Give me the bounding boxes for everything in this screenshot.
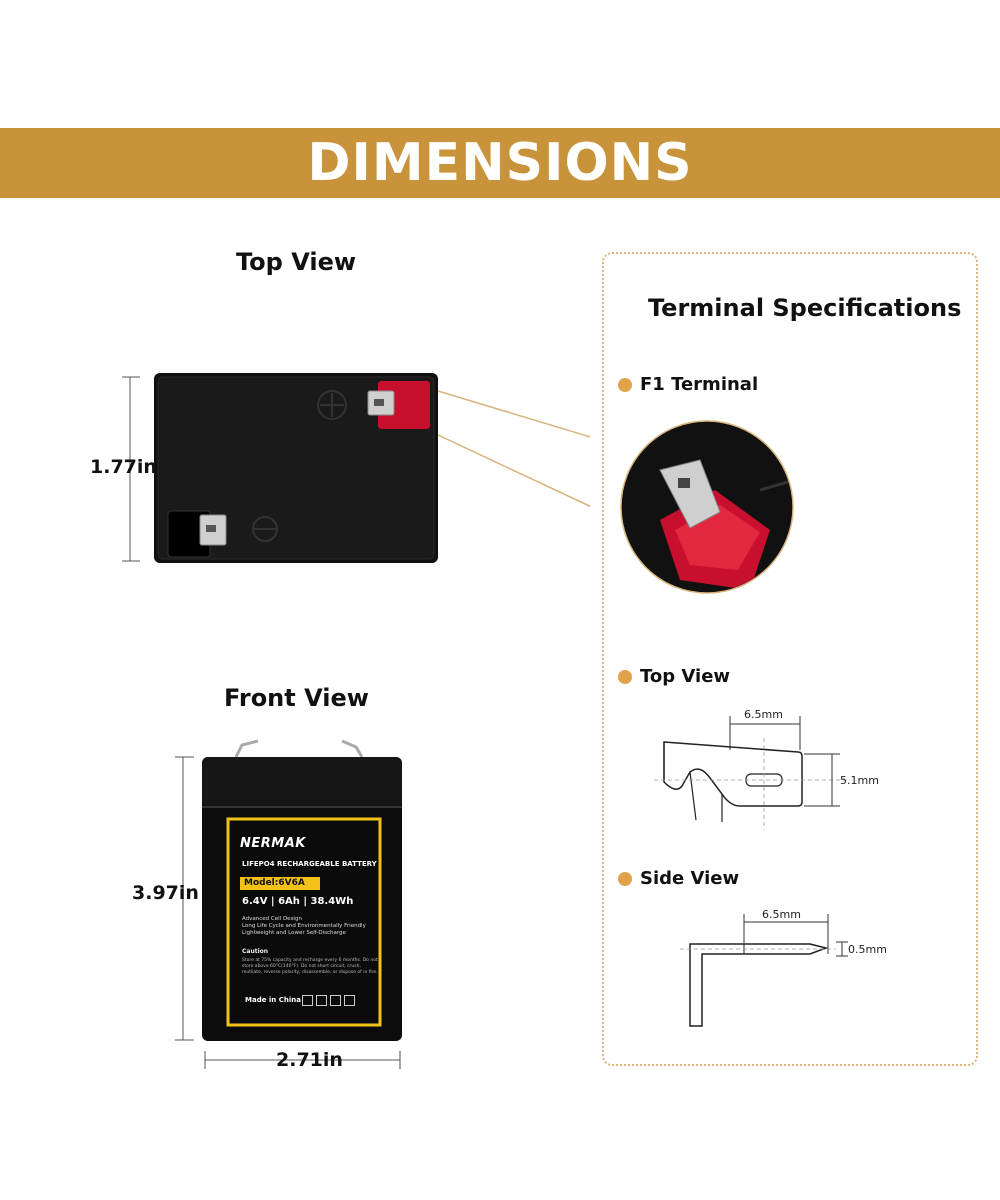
bullet-dot-icon	[618, 669, 632, 684]
side-width-label: 6.5mm	[762, 908, 801, 921]
terminal-top-view-heading: Top View	[618, 666, 730, 687]
battery-caution-text: Store at 75% capacity and recharge every…	[242, 958, 378, 975]
battery-rating: 6.4V | 6Ah | 38.4Wh	[242, 896, 354, 907]
top-view-height-label: 1.77in	[90, 456, 157, 478]
battery-model: Model:6V6A	[244, 878, 305, 888]
front-view-illustration	[175, 739, 402, 1069]
certification-icons	[302, 995, 355, 1006]
battery-brand: NERMAK	[240, 836, 306, 851]
battery-made-in: Made in China	[245, 996, 301, 1004]
terminal-side-view-label: Side View	[640, 868, 740, 889]
top-height-label: 5.1mm	[840, 774, 879, 787]
battery-features: Advanced Cell Design Long Life Cycle and…	[242, 916, 382, 937]
terminal-top-view-drawing: 6.5mm 5.1mm	[654, 708, 879, 830]
front-view-height-label: 3.97in	[132, 882, 199, 904]
bullet-dot-icon	[618, 871, 632, 886]
feature-item: Lightweight and Lower Self-Discharge	[242, 930, 346, 936]
side-thickness-label: 0.5mm	[848, 943, 887, 956]
top-view-illustration	[122, 373, 590, 563]
terminal-side-view-heading: Side View	[618, 868, 739, 889]
recycle-icon	[316, 995, 327, 1006]
banner-title: DIMENSIONS	[307, 133, 693, 193]
front-view-width-label: 2.71in	[276, 1049, 343, 1071]
terminal-specs-panel	[602, 252, 978, 1066]
terminal-top-view-label: Top View	[640, 666, 731, 687]
terminal-side-view-drawing: 6.5mm 0.5mm	[680, 908, 887, 1027]
fire-warning-icon	[344, 995, 355, 1006]
feature-item: Long Life Cycle and Environmentally Frie…	[242, 923, 366, 929]
terminal-specs-title: Terminal Specifications	[648, 294, 962, 322]
f1-terminal-label: F1 Terminal	[640, 374, 759, 395]
feature-item: Advanced Cell Design	[242, 916, 302, 922]
top-view-title: Top View	[236, 248, 357, 276]
dimensions-banner: DIMENSIONS	[0, 128, 1000, 198]
top-width-label: 6.5mm	[744, 708, 783, 721]
battery-label-frame	[226, 817, 382, 1027]
front-view-title: Front View	[224, 684, 369, 712]
bin-icon	[330, 995, 341, 1006]
bullet-dot-icon	[618, 377, 632, 392]
battery-chemistry: LIFEPO4 RECHARGEABLE BATTERY	[242, 860, 377, 868]
terminal-closeup-illustration	[620, 420, 794, 594]
ce-mark-icon	[302, 995, 313, 1006]
battery-caution-title: Caution	[242, 948, 269, 955]
f1-terminal-heading: F1 Terminal	[618, 374, 758, 395]
